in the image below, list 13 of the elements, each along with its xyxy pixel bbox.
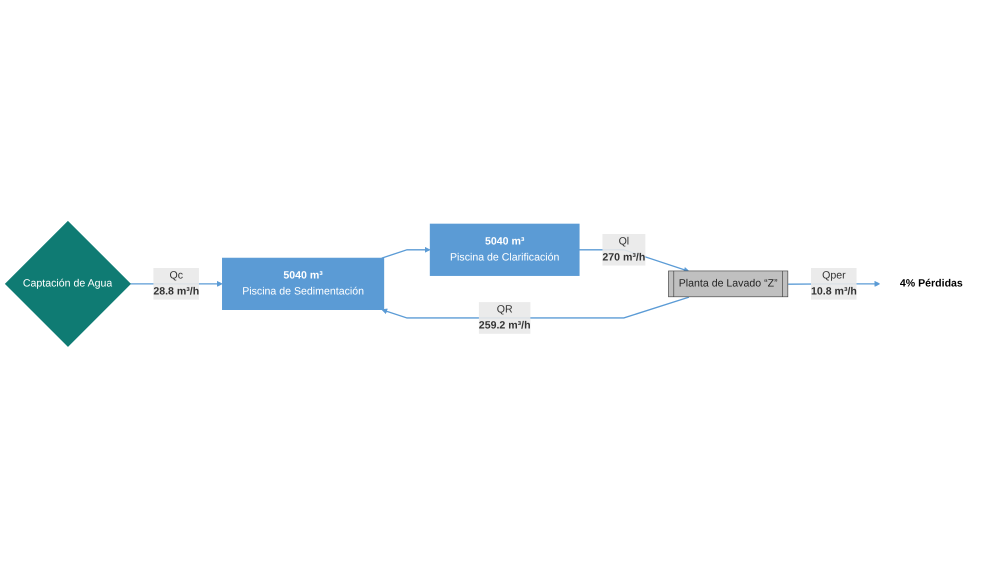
edge-label: Qc — [170, 270, 184, 282]
label: 259.2 m³/h — [478, 320, 531, 332]
node-box: 5040 m³ Piscina de Sedimentación — [222, 258, 384, 310]
label: 270 m³/h — [602, 252, 646, 264]
label: 28.8 m³/h — [153, 286, 200, 298]
edge-label: QR — [496, 304, 513, 316]
label: 10.8 m³/h — [810, 286, 857, 298]
node-text: 4% Pérdidas — [900, 278, 963, 290]
edge-label: Qper — [822, 270, 846, 282]
node-diamond: Captación de Agua — [4, 220, 131, 348]
arrow — [382, 247, 430, 259]
node-box: 5040 m³ Piscina de Clarificación — [430, 224, 580, 276]
edge-label: Ql — [618, 236, 630, 248]
